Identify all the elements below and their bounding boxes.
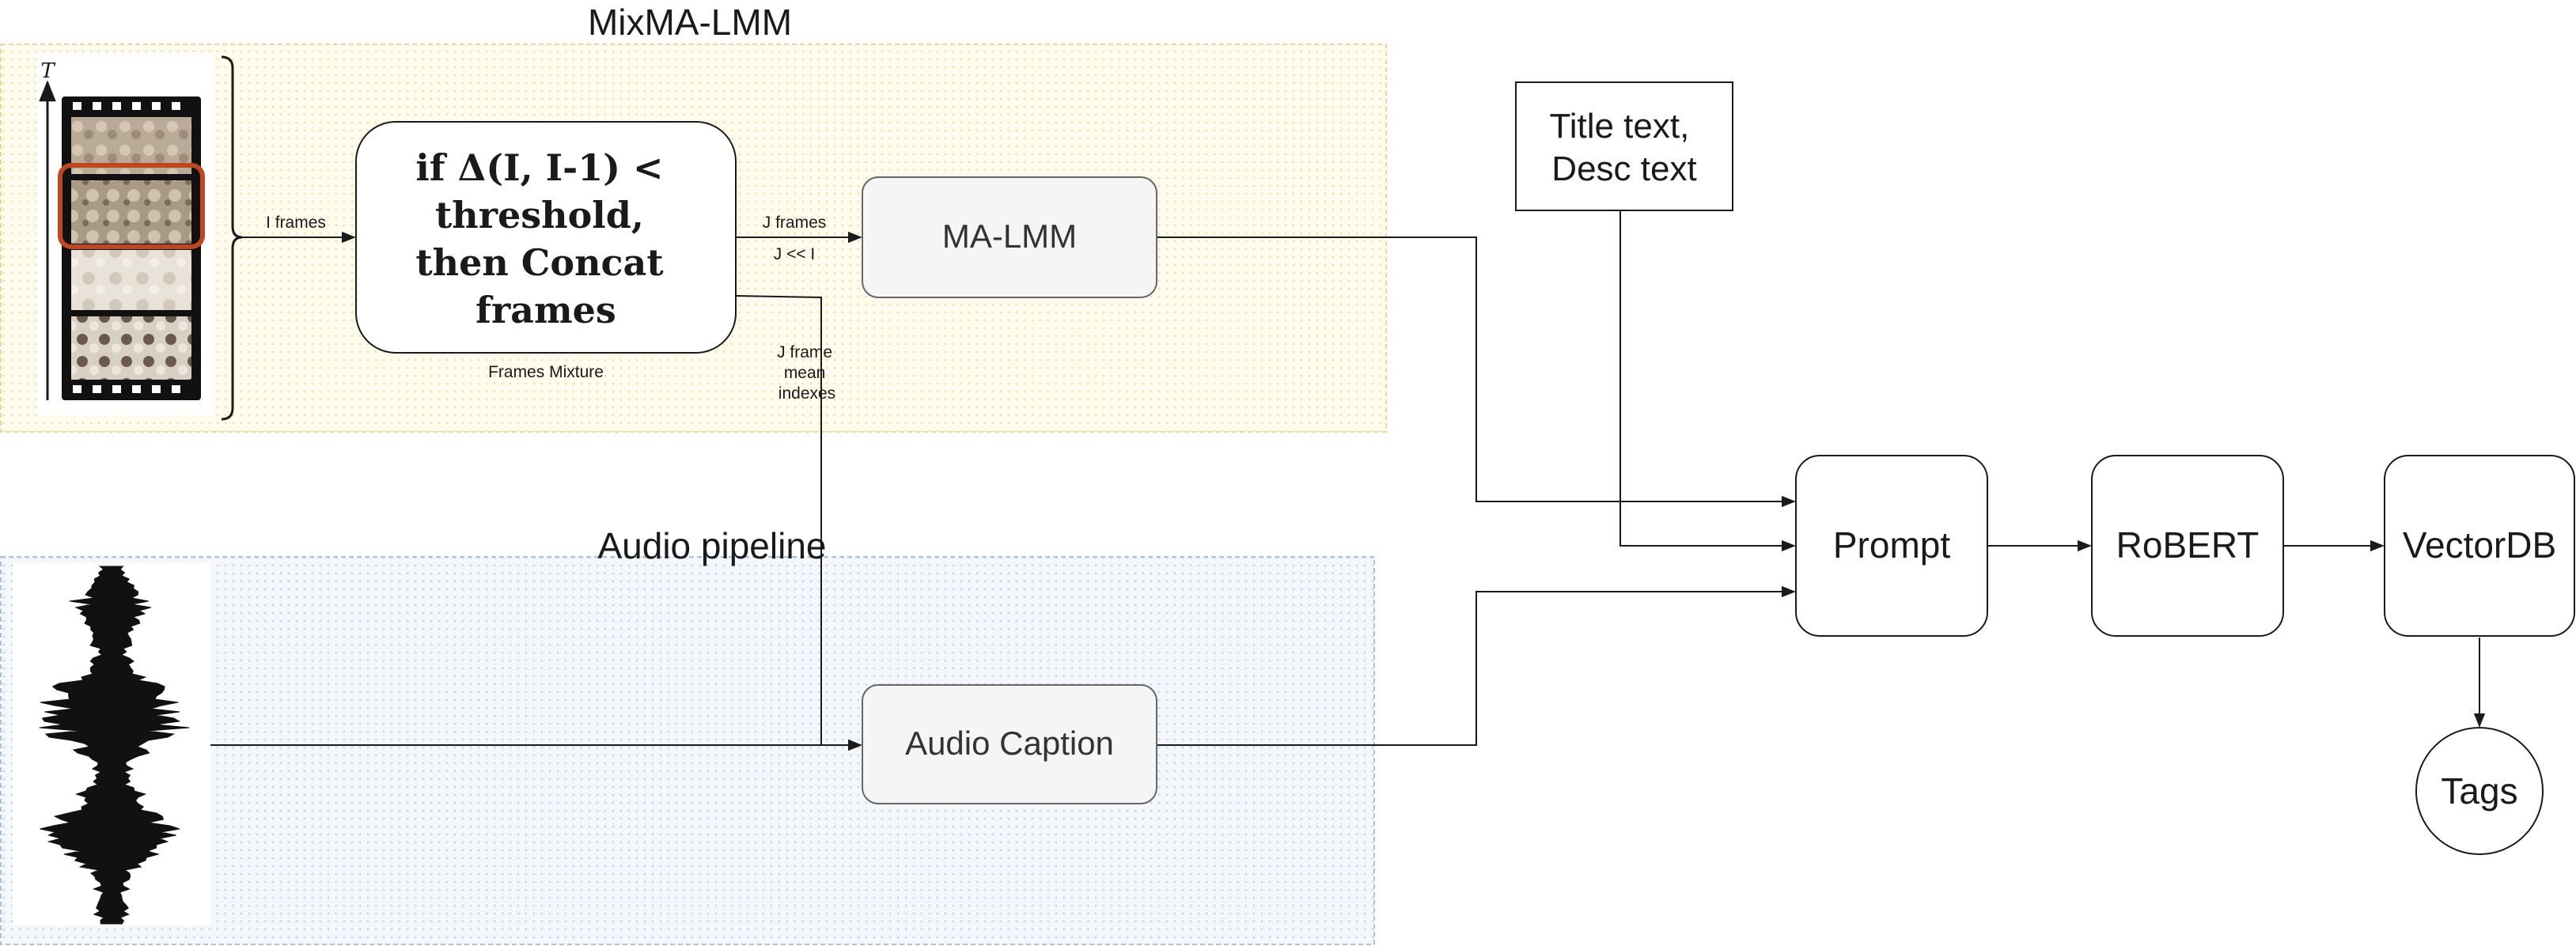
title-desc-line-2: Desc text (1551, 149, 1696, 188)
vectordb-label: VectorDB (2403, 524, 2556, 566)
edge-title-to-prompt (1619, 210, 1796, 552)
audio-region-title: Audio pipeline (597, 525, 826, 566)
edge-labels: I frames J frames J << I J frame mean in… (266, 214, 837, 403)
prompt-node: Prompt (1795, 455, 1988, 637)
label-j-frames: J frames (763, 214, 827, 232)
title-desc-node: Title text, Desc text (1515, 81, 1733, 211)
edge-malmm-to-prompt (1157, 236, 1796, 508)
label-j-frame-mean-indexes: J frame mean indexes (777, 343, 837, 403)
frames-mixture-caption: Frames Mixture (488, 363, 604, 381)
label-i-frames: I frames (266, 214, 326, 232)
audio-caption-node: Audio Caption (862, 684, 1157, 804)
tags-node: Tags (2415, 727, 2544, 855)
frames-mixture-text: if Δ(I, I-1) < threshold, then Concat fr… (415, 146, 676, 331)
prompt-label: Prompt (1833, 524, 1950, 566)
highlighted-frame (58, 163, 205, 249)
robert-node: RoBERT (2091, 455, 2284, 637)
robert-label: RoBERT (2116, 524, 2260, 566)
label-j-frame-line-1: J frame (777, 343, 832, 361)
video-region-title: MixMA-LMM (588, 2, 792, 43)
ma-lmm-node: MA-LMM (862, 176, 1157, 298)
audio-waveform (13, 563, 210, 925)
film-frame-2 (71, 180, 191, 244)
time-axis-label: T (40, 59, 55, 83)
frames-mixture-line-2: threshold, (435, 194, 644, 236)
film-sprocket-holes (73, 102, 180, 393)
frames-mixture-node: if Δ(I, I-1) < threshold, then Concat fr… (355, 121, 737, 381)
film-frame-3 (71, 250, 191, 310)
ma-lmm-label: MA-LMM (942, 218, 1077, 255)
vectordb-node: VectorDB (2384, 455, 2575, 637)
title-desc-line-1: Title text, (1549, 107, 1689, 146)
title-desc-text: Title text, Desc text (1549, 107, 1699, 188)
label-j-frame-line-2: mean (784, 364, 826, 382)
label-j-ll-i: J << I (774, 245, 816, 263)
film-strip: T (36, 52, 243, 421)
frames-mixture-line-1: if Δ(I, I-1) < (415, 146, 663, 189)
edge-audio-caption-to-prompt (1157, 585, 1796, 746)
audio-caption-label: Audio Caption (905, 725, 1114, 762)
frames-mixture-line-4: frames (475, 289, 616, 331)
edges (210, 210, 2486, 751)
label-j-frame-line-3: indexes (778, 384, 835, 403)
frames-mixture-line-3: then Concat (415, 241, 664, 284)
tags-label: Tags (2441, 770, 2517, 812)
film-frame-4 (71, 316, 191, 380)
